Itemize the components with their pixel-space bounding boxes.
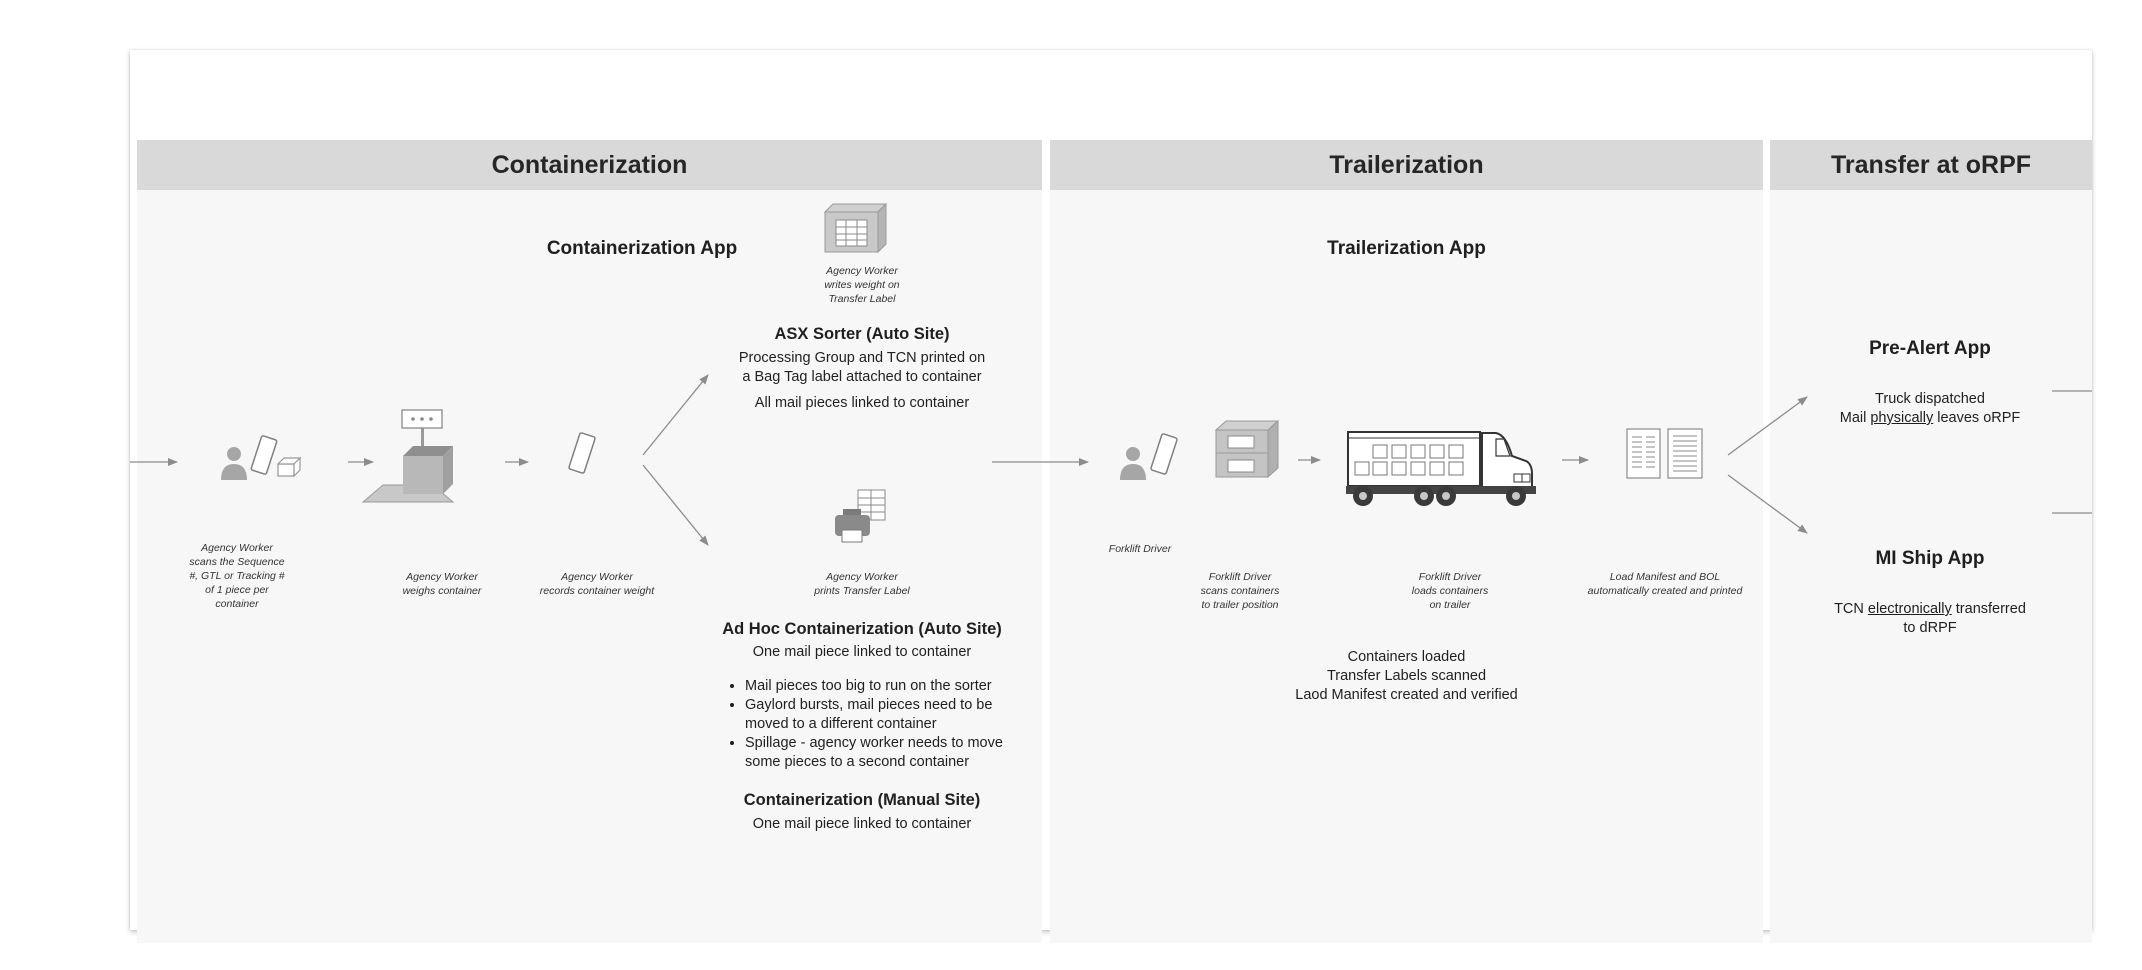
document-icon [1626,428,1661,479]
lane-transfer: Transfer at oRPF Pre-Alert App Truck dis… [1770,140,2092,943]
caption-scan: Agency Worker scans the Sequence #, GTL … [189,542,285,610]
container-stack-icon [1214,419,1280,479]
lane-header-transfer: Transfer at oRPF [1770,140,2092,190]
package-icon [276,456,302,478]
person-icon [1120,447,1146,480]
flow-arrow [1727,474,1808,534]
miship-app-title: MI Ship App [1875,548,1985,569]
scanner-icon [250,435,278,475]
caption-print: Agency Worker prints Transfer Label [814,571,910,597]
manual-text: One mail piece linked to container [752,816,972,832]
lane-header-trailerization: Trailerization [1050,140,1763,190]
adhoc-text: One mail piece linked to container [752,644,972,660]
adhoc-bullet-list: Mail pieces too big to run on the sorter… [725,677,1045,772]
adhoc-title: Ad Hoc Containerization (Auto Site) [722,620,1002,638]
process-diagram: Containerization Containerization App Ag… [130,50,2092,943]
printer-icon [835,489,886,543]
scale-icon [361,409,455,503]
list-item: Mail pieces too big to run on the sorter [745,677,1045,696]
prealert-app-title: Pre-Alert App [1869,338,1991,359]
flow-arrow [1727,396,1808,456]
caption-write: Agency Worker writes weight on Transfer … [824,265,900,305]
document-icon [1667,428,1703,479]
scanner-icon [1150,433,1178,475]
diagram-graphics [130,202,2092,546]
asx-sorter-text: Processing Group and TCN printed on a Ba… [738,350,986,411]
list-item: Spillage - agency worker needs to moveso… [745,734,1045,772]
caption-weigh: Agency Worker weighs container [402,571,482,597]
lane-containerization: Containerization Containerization App Ag… [137,140,1042,943]
lane-trailerization: Trailerization Trailerization App Forkli… [1050,140,1763,943]
caption-forklift-driver: Forklift Driver [1108,543,1172,555]
caption-record: Agency Worker records container weight [539,571,655,597]
asx-sorter-title: ASX Sorter (Auto Site) [774,325,950,343]
handheld-icon [568,432,596,474]
truck-icon [1346,431,1536,506]
prealert-text: Truck dispatched Mail physically leaves … [1839,391,2021,426]
caption-forklift-load: Forklift Driver loads containers on trai… [1411,571,1489,611]
lane-header-containerization: Containerization [137,140,1042,190]
transfer-label-icon [823,202,888,254]
person-icon [221,447,247,480]
manual-title: Containerization (Manual Site) [743,791,981,809]
containerization-app-title: Containerization App [546,238,738,259]
flow-arrow [642,374,709,456]
flow-arrow [642,464,709,546]
trailerization-summary: Containers loaded Transfer Labels scanne… [1295,649,1518,703]
miship-text: TCN electronically transferred to dRPF [1834,601,2026,636]
trailerization-app-title: Trailerization App [1327,238,1486,259]
list-item: Gaylord bursts, mail pieces need to bemo… [745,696,1045,734]
caption-load-manifest: Load Manifest and BOL automatically crea… [1587,571,1743,597]
caption-forklift-scan: Forklift Driver scans containers to trai… [1200,571,1280,611]
flow-arrows [130,374,2092,546]
